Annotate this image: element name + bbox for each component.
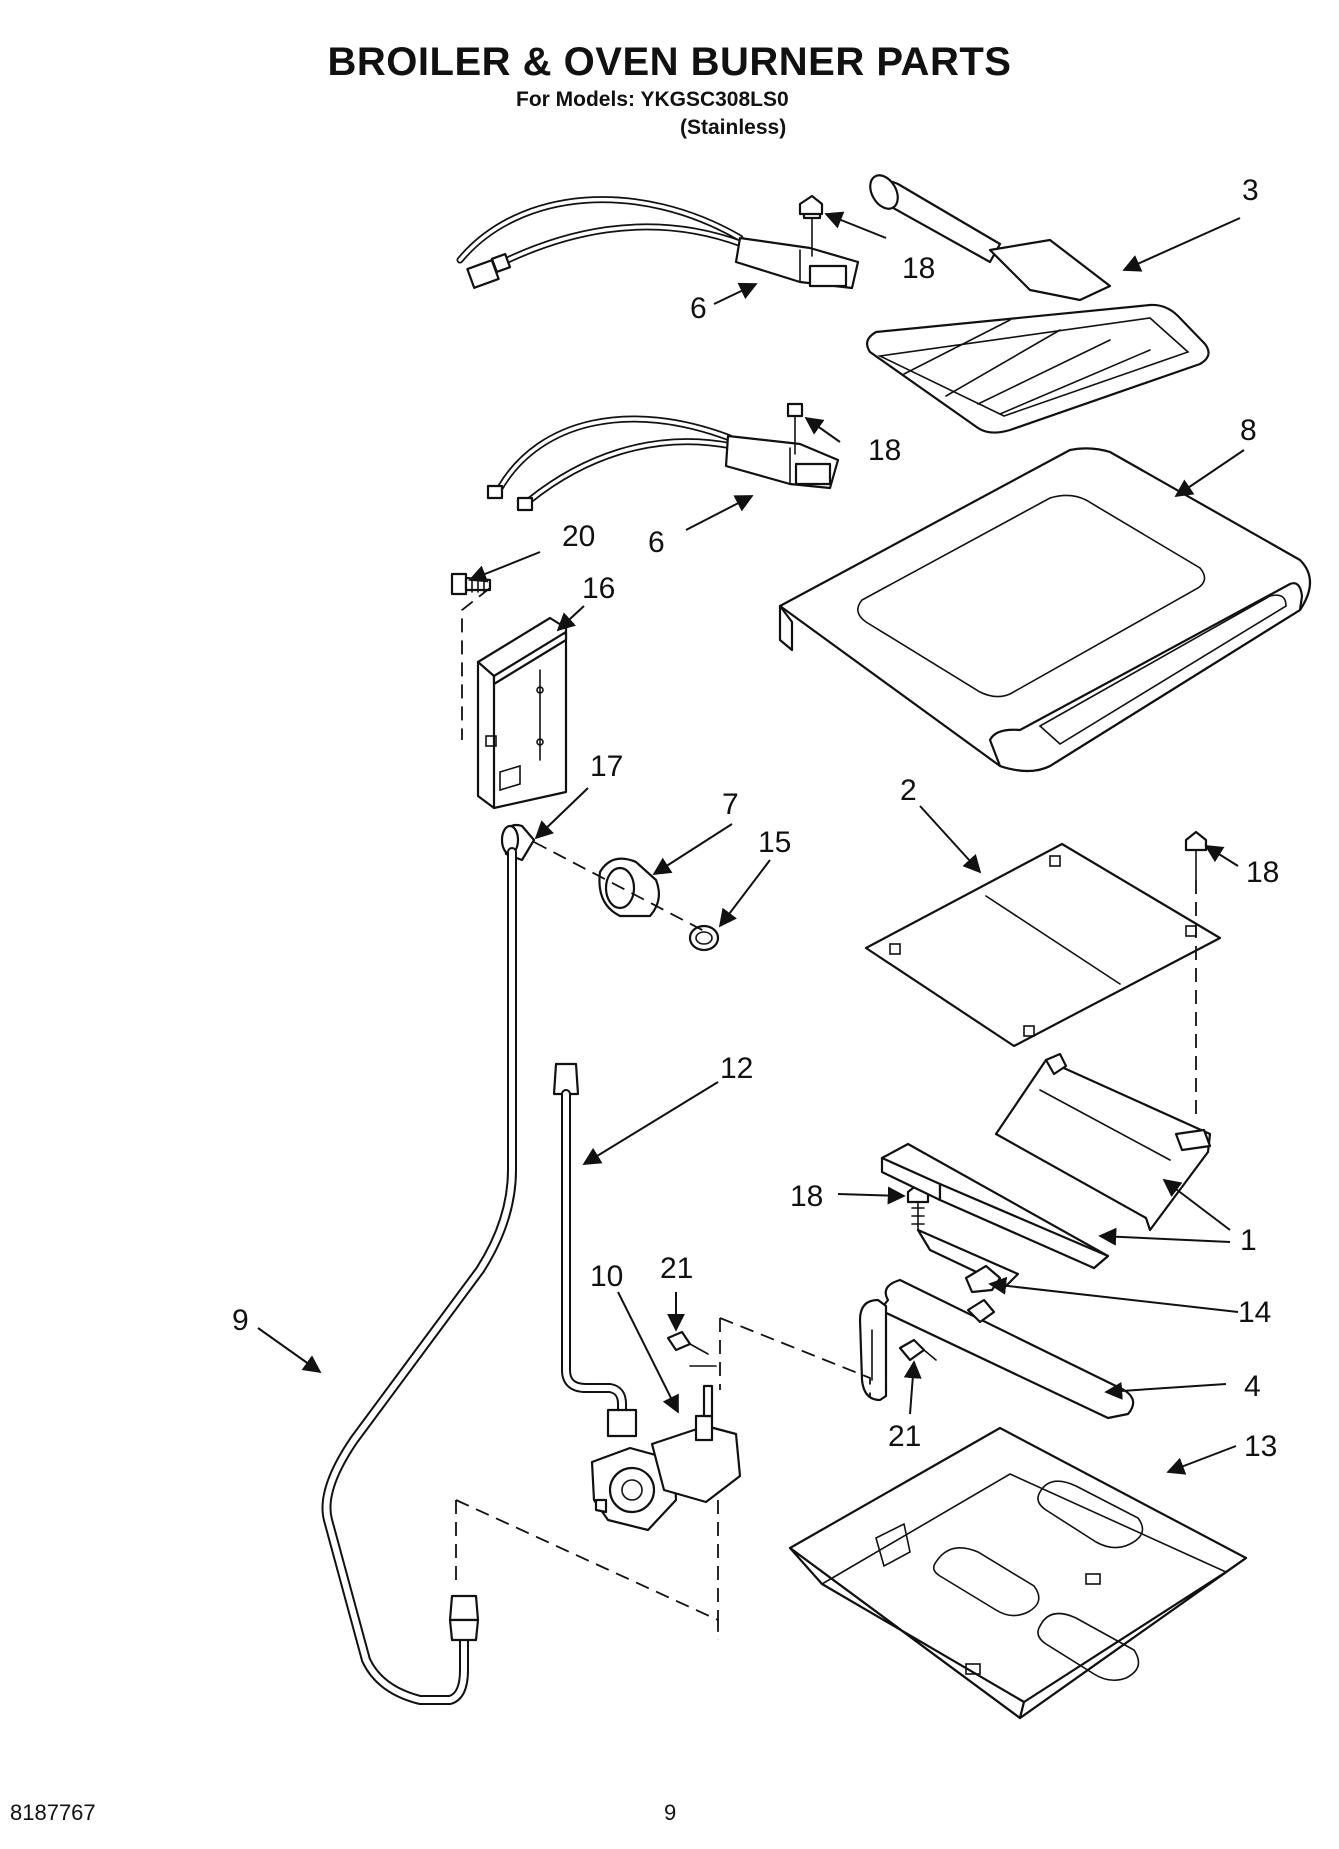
callout-10: 10 xyxy=(590,1260,623,1293)
callout-16: 16 xyxy=(582,572,615,605)
callout-18-right: 18 xyxy=(1246,856,1279,889)
callout-20: 20 xyxy=(562,520,595,553)
callout-13: 13 xyxy=(1244,1430,1277,1463)
callout-6-upper: 6 xyxy=(690,292,707,325)
broiler-cover-part-8 xyxy=(778,447,1312,773)
callout-7: 7 xyxy=(722,788,739,821)
nut-part-15 xyxy=(688,924,720,952)
callout-4: 4 xyxy=(1244,1370,1261,1403)
igniter-part-6-lower xyxy=(486,402,840,512)
callout-6-lower: 6 xyxy=(648,526,665,559)
callout-2: 2 xyxy=(900,774,917,807)
leader-lines xyxy=(257,211,1245,1475)
alignment-lines xyxy=(455,587,1197,1640)
callout-15: 15 xyxy=(758,826,791,859)
burner-bracket-part-1 xyxy=(880,1052,1212,1288)
broiler-burner-part-3 xyxy=(865,174,1210,434)
igniter-part-6-upper xyxy=(456,196,860,290)
callout-3: 3 xyxy=(1242,174,1259,207)
orifice-fitting-part-17 xyxy=(500,823,536,862)
document-number: 8187767 xyxy=(10,1800,96,1825)
callout-14: 14 xyxy=(1238,1296,1271,1329)
gas-valve-part-10 xyxy=(590,1365,742,1532)
gas-tube-part-12 xyxy=(552,1062,638,1438)
callout-21-lower: 21 xyxy=(888,1420,921,1453)
callout-18-upper: 18 xyxy=(902,252,935,285)
screw-part-20 xyxy=(450,572,492,596)
callout-12: 12 xyxy=(720,1052,753,1085)
callout-8: 8 xyxy=(1240,414,1257,447)
callout-1: 1 xyxy=(1240,1224,1257,1257)
variant-line: (Stainless) xyxy=(680,116,787,139)
page-number: 9 xyxy=(664,1800,677,1825)
screw-part-21-upper xyxy=(666,1330,709,1355)
oven-burner-part-4 xyxy=(858,1278,1135,1420)
callout-21-upper: 21 xyxy=(660,1252,693,1285)
bracket-part-16 xyxy=(476,616,568,810)
screw-part-18-right xyxy=(1184,830,1208,881)
models-line: For Models: YKGSC308LS0 xyxy=(516,88,789,111)
screw-part-21-lower xyxy=(898,1338,937,1362)
callout-9: 9 xyxy=(232,1304,249,1337)
callout-18-middle: 18 xyxy=(868,434,901,467)
heat-shield-part-2 xyxy=(864,842,1222,1048)
air-shutter-part-7 xyxy=(598,857,661,918)
callout-17: 17 xyxy=(590,750,623,783)
broiler-pan-part-13 xyxy=(788,1426,1248,1720)
gas-tube-part-9 xyxy=(321,847,517,1705)
callout-18-left: 18 xyxy=(790,1180,823,1213)
screw-part-18-upper xyxy=(798,194,824,216)
page-title: BROILER & OVEN BURNER PARTS xyxy=(327,40,1012,84)
